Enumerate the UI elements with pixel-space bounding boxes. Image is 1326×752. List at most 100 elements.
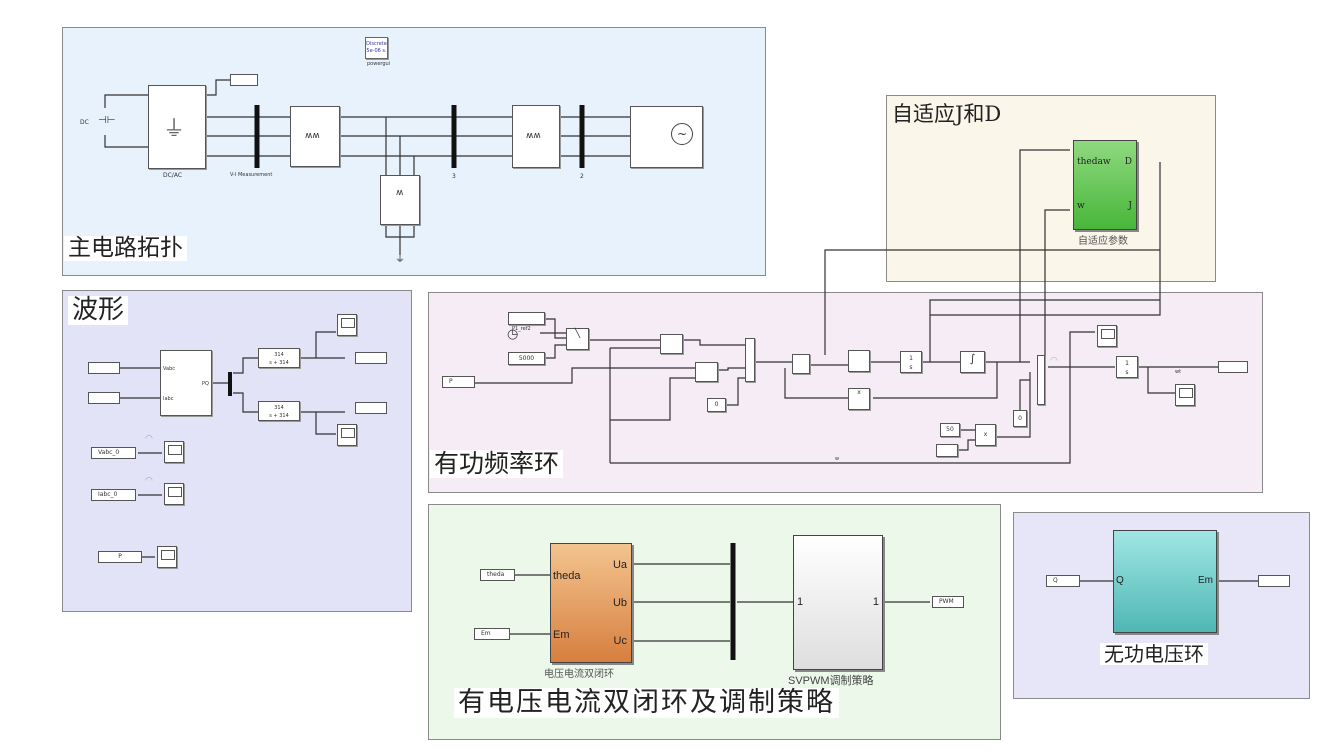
- scope-vabc[interactable]: [164, 441, 184, 463]
- int-den: s: [1125, 369, 1129, 376]
- scope-p[interactable]: [337, 314, 357, 336]
- wireless-icon: ◠: [145, 434, 153, 444]
- port-pq: PQ: [202, 381, 209, 387]
- voltage-current-title: 有电压电流双闭环及调制策略: [454, 688, 839, 718]
- mux-block-2[interactable]: [1037, 355, 1045, 405]
- from-tag-p[interactable]: P: [98, 551, 142, 563]
- sum-block-4[interactable]: [848, 350, 870, 372]
- const-5000[interactable]: 5000: [508, 352, 545, 365]
- from-tag-em[interactable]: Em: [474, 628, 510, 640]
- igbt-icon: ⏚: [163, 117, 186, 142]
- resistor-icon: ʍ: [396, 188, 404, 198]
- dc-source-icon[interactable]: ⊣⊢: [98, 115, 116, 126]
- grid-source-block[interactable]: ~: [630, 106, 703, 168]
- product-block[interactable]: x: [975, 424, 996, 446]
- int-num: 1: [909, 355, 913, 362]
- wireless-icon: ◠: [1050, 356, 1058, 366]
- line-impedance-1[interactable]: ʍʍ: [290, 106, 340, 167]
- adaptive-param-block[interactable]: thedaw w D J: [1073, 140, 1137, 230]
- ground-icon: ⏚: [395, 254, 405, 265]
- sum-block-2[interactable]: [695, 362, 718, 382]
- ac-source-icon: ~: [671, 123, 693, 145]
- inverter-block[interactable]: ⏚: [148, 85, 206, 169]
- main-circuit-title: 主电路拓扑: [64, 235, 187, 262]
- port-w: w: [1077, 201, 1085, 211]
- from-tag-p-active[interactable]: P: [442, 376, 475, 388]
- port-ub: Ub: [612, 597, 627, 609]
- waveform-title: 波形: [68, 296, 129, 325]
- scope-w[interactable]: [1097, 325, 1117, 347]
- from-tag-iabc0[interactable]: Iabc_0: [91, 489, 136, 501]
- port-vabc: Vabc: [163, 366, 176, 372]
- switch-block[interactable]: ╲: [566, 328, 589, 350]
- inductor-icon: ʍʍ: [305, 131, 320, 141]
- gain-block[interactable]: x: [848, 388, 870, 410]
- sum-block-1[interactable]: [660, 334, 683, 354]
- clock-icon: ◷: [507, 327, 519, 342]
- goto-tag-q[interactable]: [355, 402, 387, 414]
- port-svpwm-in: 1: [797, 596, 804, 608]
- adaptive-title: 自适应J和D: [888, 102, 1006, 127]
- port-em: Em: [553, 629, 570, 641]
- scope-q[interactable]: [337, 424, 357, 446]
- input-block[interactable]: [936, 444, 958, 457]
- active-freq-title: 有功频率环: [430, 450, 564, 478]
- inverter-label: DC/AC: [163, 172, 183, 179]
- const-0-a[interactable]: 0: [707, 398, 726, 412]
- pq-calc-block[interactable]: Vabc Iabc PQ: [160, 350, 212, 416]
- port-theda: theda: [553, 570, 581, 582]
- const-0-b[interactable]: 0: [1013, 410, 1027, 427]
- port-thedaw: thedaw: [1077, 157, 1111, 167]
- port-d: D: [1124, 157, 1132, 167]
- vi-measurement-label: V-I Measurement: [230, 172, 273, 178]
- port-em-out: Em: [1198, 575, 1213, 586]
- goto-tag-em[interactable]: [1258, 575, 1290, 587]
- adaptive-param-label: 自适应参数: [1078, 236, 1128, 247]
- tf-den: s + 314: [269, 413, 289, 419]
- goto-tag-wt[interactable]: [1218, 361, 1248, 373]
- saturation-block[interactable]: ∫: [960, 351, 985, 373]
- tf-den: s + 314: [269, 360, 289, 366]
- goto-tag-pwm[interactable]: PWM: [932, 596, 964, 608]
- mux-block-1[interactable]: [745, 338, 755, 382]
- goto-tag-g[interactable]: [230, 74, 258, 86]
- powergui-block[interactable]: Discrete 5e-06 s.: [365, 37, 388, 59]
- wireless-icon: ◠: [145, 476, 153, 486]
- port-svpwm-out: 1: [872, 596, 879, 608]
- scope-iabc[interactable]: [164, 483, 184, 505]
- scope-power[interactable]: [157, 546, 177, 568]
- reactive-voltage-block[interactable]: Q Em: [1113, 530, 1217, 633]
- inductor-icon: ʍʍ: [526, 131, 541, 141]
- tf-num: 314: [274, 352, 284, 358]
- svpwm-label: SVPWM调制策略: [788, 675, 874, 687]
- from-tag-1[interactable]: [88, 362, 120, 374]
- bus-3-label: 3: [452, 173, 456, 180]
- voltage-current-loop-label: 电压电流双闭环: [544, 669, 614, 680]
- sum-block-3[interactable]: [792, 354, 810, 374]
- scope-wt[interactable]: [1175, 384, 1195, 406]
- from-tag-q[interactable]: Q: [1046, 575, 1080, 587]
- port-j: J: [1128, 201, 1132, 211]
- step-block[interactable]: [508, 312, 545, 325]
- line-impedance-2[interactable]: ʍʍ: [512, 105, 560, 168]
- voltage-current-loop-block[interactable]: theda Em Ua Ub Uc: [550, 543, 632, 663]
- from-tag-2[interactable]: [88, 392, 120, 404]
- port-ua: Ua: [612, 559, 627, 571]
- powergui-label: powergui: [367, 61, 391, 67]
- wt-label: wt: [1175, 369, 1182, 375]
- from-tag-vabc0[interactable]: Vabc_0: [91, 447, 136, 459]
- port-q: Q: [1116, 575, 1124, 586]
- rc-filter-block[interactable]: ʍ: [380, 175, 420, 225]
- from-tag-theda[interactable]: theda: [480, 569, 515, 581]
- lowpass-filter-p[interactable]: 314 s + 314: [258, 348, 300, 368]
- svpwm-block[interactable]: 1 1: [793, 535, 883, 670]
- const-50[interactable]: 50: [940, 423, 960, 437]
- dc-source-label: DC: [80, 119, 89, 126]
- goto-tag-p[interactable]: [355, 352, 387, 364]
- reactive-title: 无功电压环: [1100, 643, 1208, 665]
- p-ref-label: P1_ref2: [512, 326, 531, 332]
- port-iabc: Iabc: [163, 396, 174, 402]
